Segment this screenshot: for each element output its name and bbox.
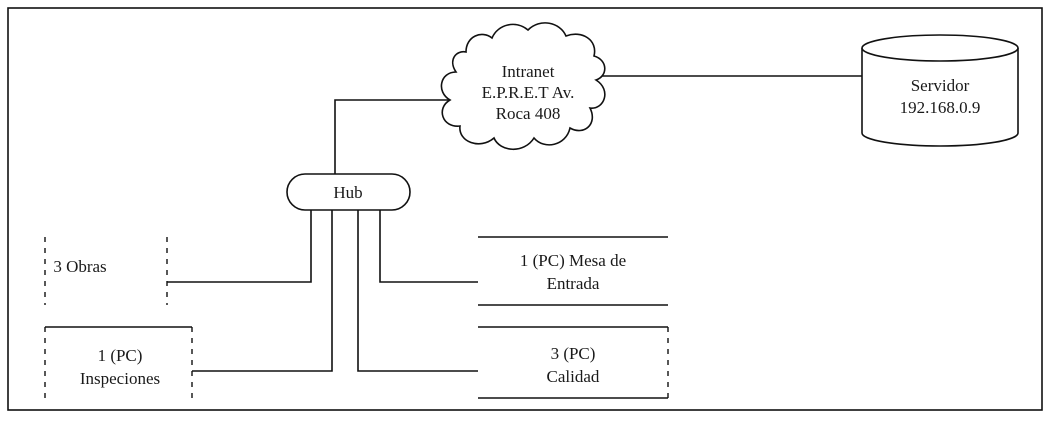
link-hub-intranet: [334, 99, 450, 174]
node-calidad: 3 (PC) Calidad: [478, 326, 669, 399]
intranet-label-line1: Intranet: [502, 62, 555, 81]
mesa-label-line2: Entrada: [547, 274, 600, 293]
hub-shape: [286, 173, 411, 211]
server-label-line2: 192.168.0.9: [900, 98, 981, 117]
calidad-label-line1: 3 (PC): [551, 344, 596, 363]
obras-label: 3 Obras: [53, 257, 106, 276]
intranet-label-line3: Roca 408: [496, 104, 561, 123]
diagram-border: [7, 7, 1043, 411]
node-inspecciones: 1 (PC) Inspeciones: [44, 326, 193, 398]
node-mesa-entrada: 1 (PC) Mesa de Entrada: [478, 236, 668, 306]
hub-label: Hub: [333, 183, 362, 202]
link-hub-mesa-entrada: [379, 210, 478, 283]
server-label-line1: Servidor: [911, 76, 970, 95]
server-cylinder: Servidor 192.168.0.9: [861, 34, 1019, 147]
inspecciones-label-line1: 1 (PC): [98, 346, 143, 365]
mesa-label-line1: 1 (PC) Mesa de: [520, 251, 626, 270]
hub: Hub: [286, 173, 411, 211]
link-hub-calidad: [357, 210, 478, 372]
inspecciones-label-line2: Inspeciones: [80, 369, 160, 388]
intranet-label-line2: E.P.R.E.T Av.: [482, 83, 575, 102]
link-hub-inspecciones: [192, 210, 333, 372]
calidad-label-line2: Calidad: [547, 367, 600, 386]
intranet-cloud: Intranet E.P.R.E.T Av. Roca 408: [440, 22, 606, 151]
link-hub-obras: [167, 210, 312, 283]
cylinder-top: [861, 34, 1019, 62]
cloud-shape: [440, 22, 606, 151]
node-obras: 3 Obras: [44, 237, 168, 305]
connectors: [167, 75, 862, 372]
cylinder-body: [861, 48, 1019, 147]
